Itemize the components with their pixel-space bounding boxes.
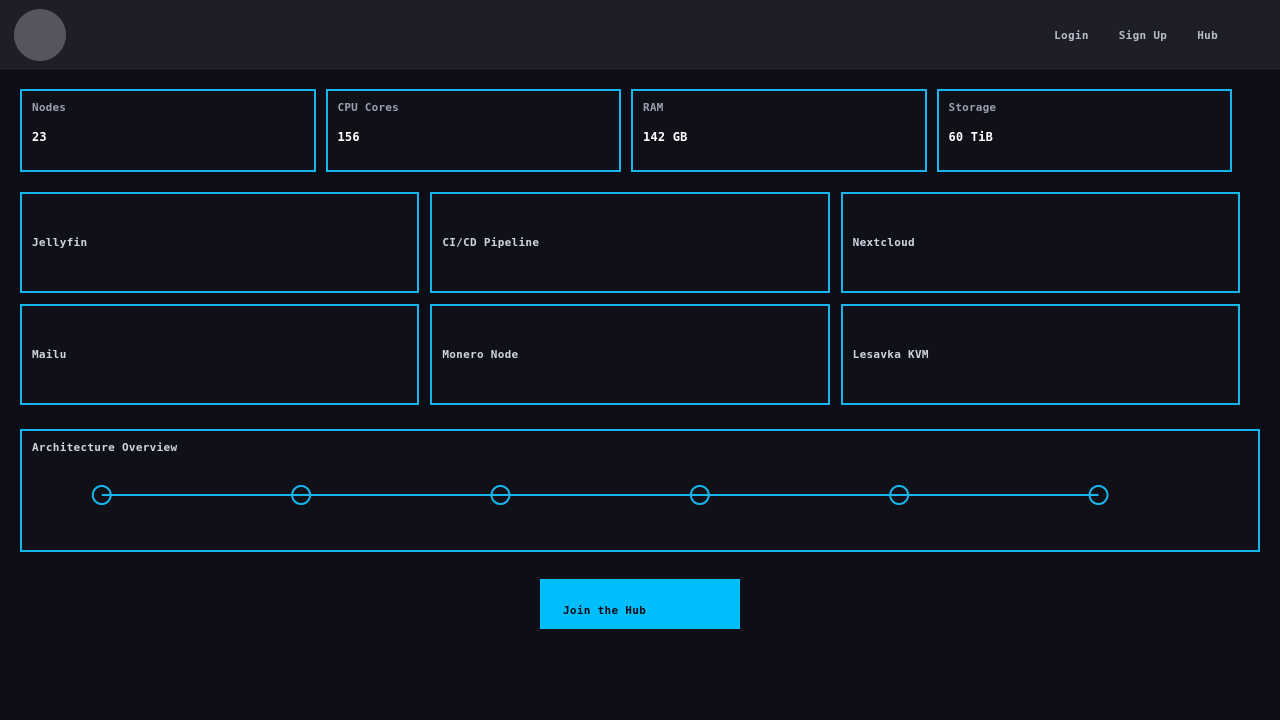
stat-label: RAM	[643, 101, 664, 114]
service-title: Jellyfin	[32, 236, 88, 249]
stat-card-storage: Storage 60 TiB	[936, 89, 1232, 172]
nav-link-login[interactable]: Login	[1054, 28, 1089, 42]
cta-section: Join the Hub	[0, 552, 1280, 629]
architecture-node-2[interactable]	[292, 486, 310, 504]
avatar[interactable]	[14, 9, 66, 61]
stat-card-nodes: Nodes 23	[20, 89, 316, 172]
architecture-node-6[interactable]	[1090, 486, 1108, 504]
architecture-title: Architecture Overview	[32, 441, 178, 454]
service-card-nextcloud[interactable]: Nextcloud	[840, 192, 1240, 293]
service-card-lesavka-kvm[interactable]: Lesavka KVM	[840, 304, 1240, 405]
service-card-monero-node[interactable]: Monero Node	[430, 304, 830, 405]
stats-row: Nodes 23 CPU Cores 156 RAM 142 GB Storag…	[0, 71, 1280, 172]
architecture-node-5[interactable]	[890, 486, 908, 504]
service-card-mailu[interactable]: Mailu	[20, 304, 420, 405]
stat-value: 156	[337, 130, 360, 144]
stat-value: 23	[32, 130, 47, 144]
architecture-node-4[interactable]	[691, 486, 709, 504]
stat-label: Storage	[948, 101, 997, 114]
service-card-jellyfin[interactable]: Jellyfin	[20, 192, 420, 293]
stat-card-ram: RAM 142 GB	[631, 89, 927, 172]
stat-label: CPU Cores	[337, 101, 399, 114]
architecture-node-3[interactable]	[491, 486, 509, 504]
site-header: Login Sign Up Hub	[0, 0, 1280, 71]
service-title: Monero Node	[442, 348, 519, 361]
stat-value: 60 TiB	[948, 130, 994, 144]
architecture-panel: Architecture Overview	[20, 429, 1260, 552]
primary-nav: Login Sign Up Hub	[1054, 29, 1218, 42]
service-card-cicd-pipeline[interactable]: CI/CD Pipeline	[430, 192, 830, 293]
service-title: Nextcloud	[852, 236, 915, 249]
architecture-diagram	[22, 465, 1258, 525]
service-title: CI/CD Pipeline	[442, 236, 540, 249]
services-grid: Jellyfin CI/CD Pipeline Nextcloud Mailu …	[0, 172, 1280, 405]
architecture-section: Architecture Overview	[0, 405, 1280, 552]
architecture-node-1[interactable]	[93, 486, 111, 504]
nav-link-hub[interactable]: Hub	[1197, 28, 1218, 42]
stat-card-cpu-cores: CPU Cores 156	[325, 89, 621, 172]
join-the-hub-button[interactable]: Join the Hub	[540, 579, 740, 629]
service-title: Lesavka KVM	[852, 348, 929, 361]
service-title: Mailu	[32, 348, 67, 361]
nav-link-sign-up[interactable]: Sign Up	[1118, 28, 1168, 42]
stat-value: 142 GB	[643, 130, 688, 144]
stat-label: Nodes	[32, 101, 67, 114]
